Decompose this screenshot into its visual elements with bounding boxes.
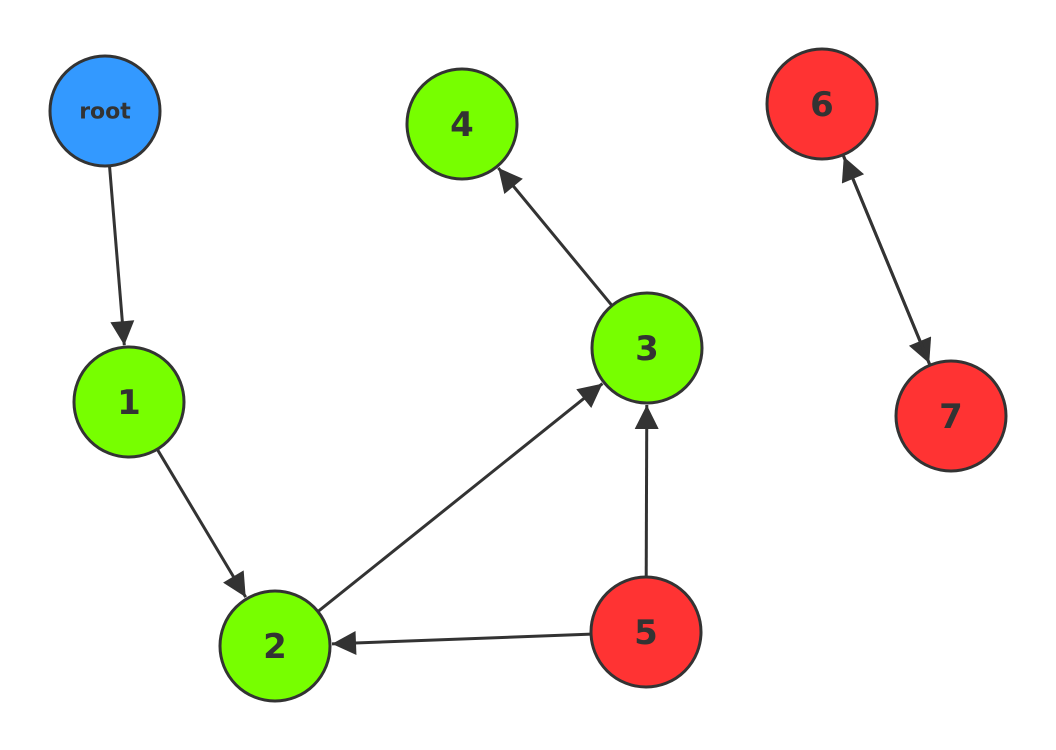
node-3-label: 3 xyxy=(635,329,659,369)
node-5: 5 xyxy=(589,575,703,689)
edge-5-to-2 xyxy=(331,631,592,655)
node-4: 4 xyxy=(405,67,519,181)
nodes-layer: root 1 2 3 4 5 6 7 xyxy=(48,47,1008,703)
node-3-circle xyxy=(590,291,704,405)
node-1-circle xyxy=(72,345,186,459)
node-2: 2 xyxy=(218,589,332,703)
node-root: root xyxy=(48,54,162,168)
node-7-circle xyxy=(894,359,1008,473)
node-1-label: 1 xyxy=(117,383,141,423)
node-root-circle xyxy=(48,54,162,168)
node-6-circle xyxy=(765,47,879,161)
node-1: 1 xyxy=(72,345,186,459)
node-7: 7 xyxy=(894,359,1008,473)
node-2-label: 2 xyxy=(263,627,287,667)
node-7-label: 7 xyxy=(939,397,963,437)
node-2-circle xyxy=(218,589,332,703)
node-4-label: 4 xyxy=(450,105,474,145)
node-5-label: 5 xyxy=(634,613,658,653)
edge-3-to-4 xyxy=(497,166,614,307)
node-4-circle xyxy=(405,67,519,181)
node-3: 3 xyxy=(590,291,704,405)
node-6-label: 6 xyxy=(810,85,834,125)
edge-5-to-3 xyxy=(634,404,659,578)
node-5-circle xyxy=(589,575,703,689)
edge-1-to-2 xyxy=(155,448,247,598)
node-root-label: root xyxy=(79,100,131,125)
edge-root-to-1 xyxy=(108,165,135,346)
edge-7-to-6 xyxy=(841,156,932,366)
node-6: 6 xyxy=(765,47,879,161)
edge-2-to-3 xyxy=(316,382,604,613)
edges-layer xyxy=(108,154,932,655)
